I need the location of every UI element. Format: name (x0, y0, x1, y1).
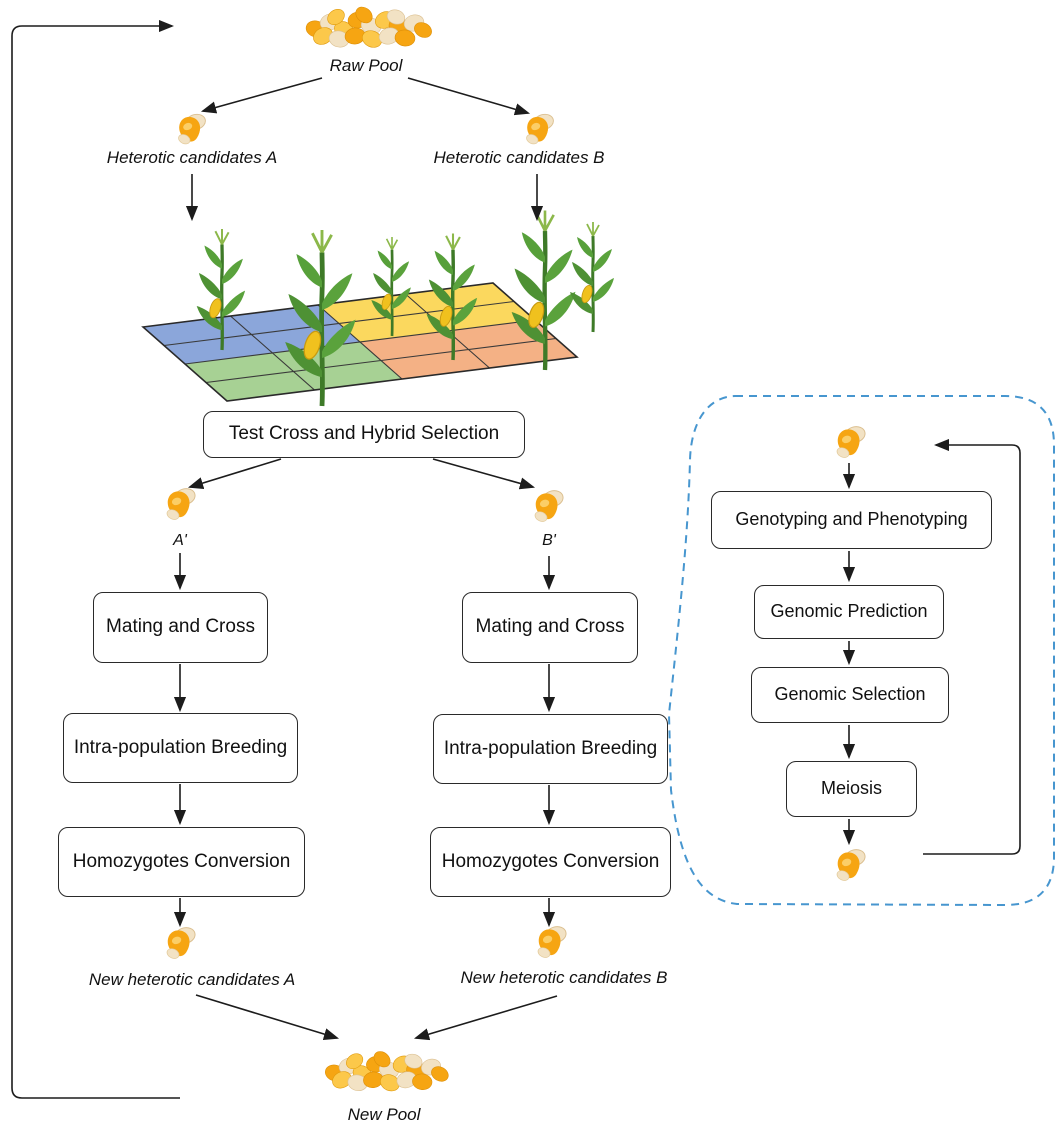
callout-bubble-border (667, 395, 1055, 907)
raw-pool-label: Raw Pool (329, 56, 403, 75)
intra-population-breeding-box-a: Intra-population Breeding (63, 713, 298, 783)
new-pool-corn-pile-icon (323, 1048, 452, 1095)
genomic-prediction-box: Genomic Prediction (754, 585, 944, 639)
homozygotes-conversion-box-b: Homozygotes Conversion (430, 827, 671, 897)
corn-kernel-icon (532, 487, 566, 524)
arrow-newpool-loop-to-rawpool (11, 19, 180, 1099)
new-heterotic-candidates-a-label: New heterotic candidates A (88, 970, 296, 989)
corn-kernel-icon (834, 846, 868, 883)
new-heterotic-candidates-b-label: New heterotic candidates B (460, 968, 668, 987)
corn-kernel-icon (164, 485, 198, 522)
raw-pool-corn-pile-icon (303, 3, 435, 51)
corn-kernel-icon (524, 111, 556, 147)
arrow-rawpool-to-candidates-b (407, 77, 531, 116)
arrow-callout-iteration-loop (923, 438, 1021, 855)
b-prime-label: B' (542, 532, 556, 549)
meiosis-box: Meiosis (786, 761, 917, 817)
arrow-testcross-to-b-prime (432, 458, 536, 490)
new-pool-label: New Pool (347, 1105, 421, 1124)
arrow-new-b-to-new-pool (413, 995, 558, 1041)
heterotic-candidates-a-label: Heterotic candidates A (106, 148, 278, 167)
genomic-selection-box: Genomic Selection (751, 667, 949, 723)
mating-and-cross-box-a: Mating and Cross (93, 592, 268, 663)
intra-population-breeding-box-b: Intra-population Breeding (433, 714, 668, 784)
homozygotes-conversion-box-a: Homozygotes Conversion (58, 827, 305, 897)
corn-plant-icon (568, 220, 616, 334)
arrow-testcross-to-a-prime (187, 458, 282, 489)
arrow-rawpool-to-candidates-a (200, 77, 323, 114)
a-prime-label: A' (173, 532, 187, 549)
corn-kernel-icon (834, 423, 868, 460)
genotyping-phenotyping-box: Genotyping and Phenotyping (711, 491, 992, 549)
mating-and-cross-box-b: Mating and Cross (462, 592, 638, 663)
heterotic-candidates-b-label: Heterotic candidates B (433, 148, 605, 167)
corn-kernel-icon (176, 111, 208, 147)
corn-kernel-icon (164, 924, 198, 961)
arrow-new-a-to-new-pool (195, 994, 340, 1041)
test-cross-hybrid-selection-box: Test Cross and Hybrid Selection (203, 411, 525, 458)
corn-kernel-icon (535, 923, 569, 960)
trial-field-grid-icon (143, 211, 614, 407)
